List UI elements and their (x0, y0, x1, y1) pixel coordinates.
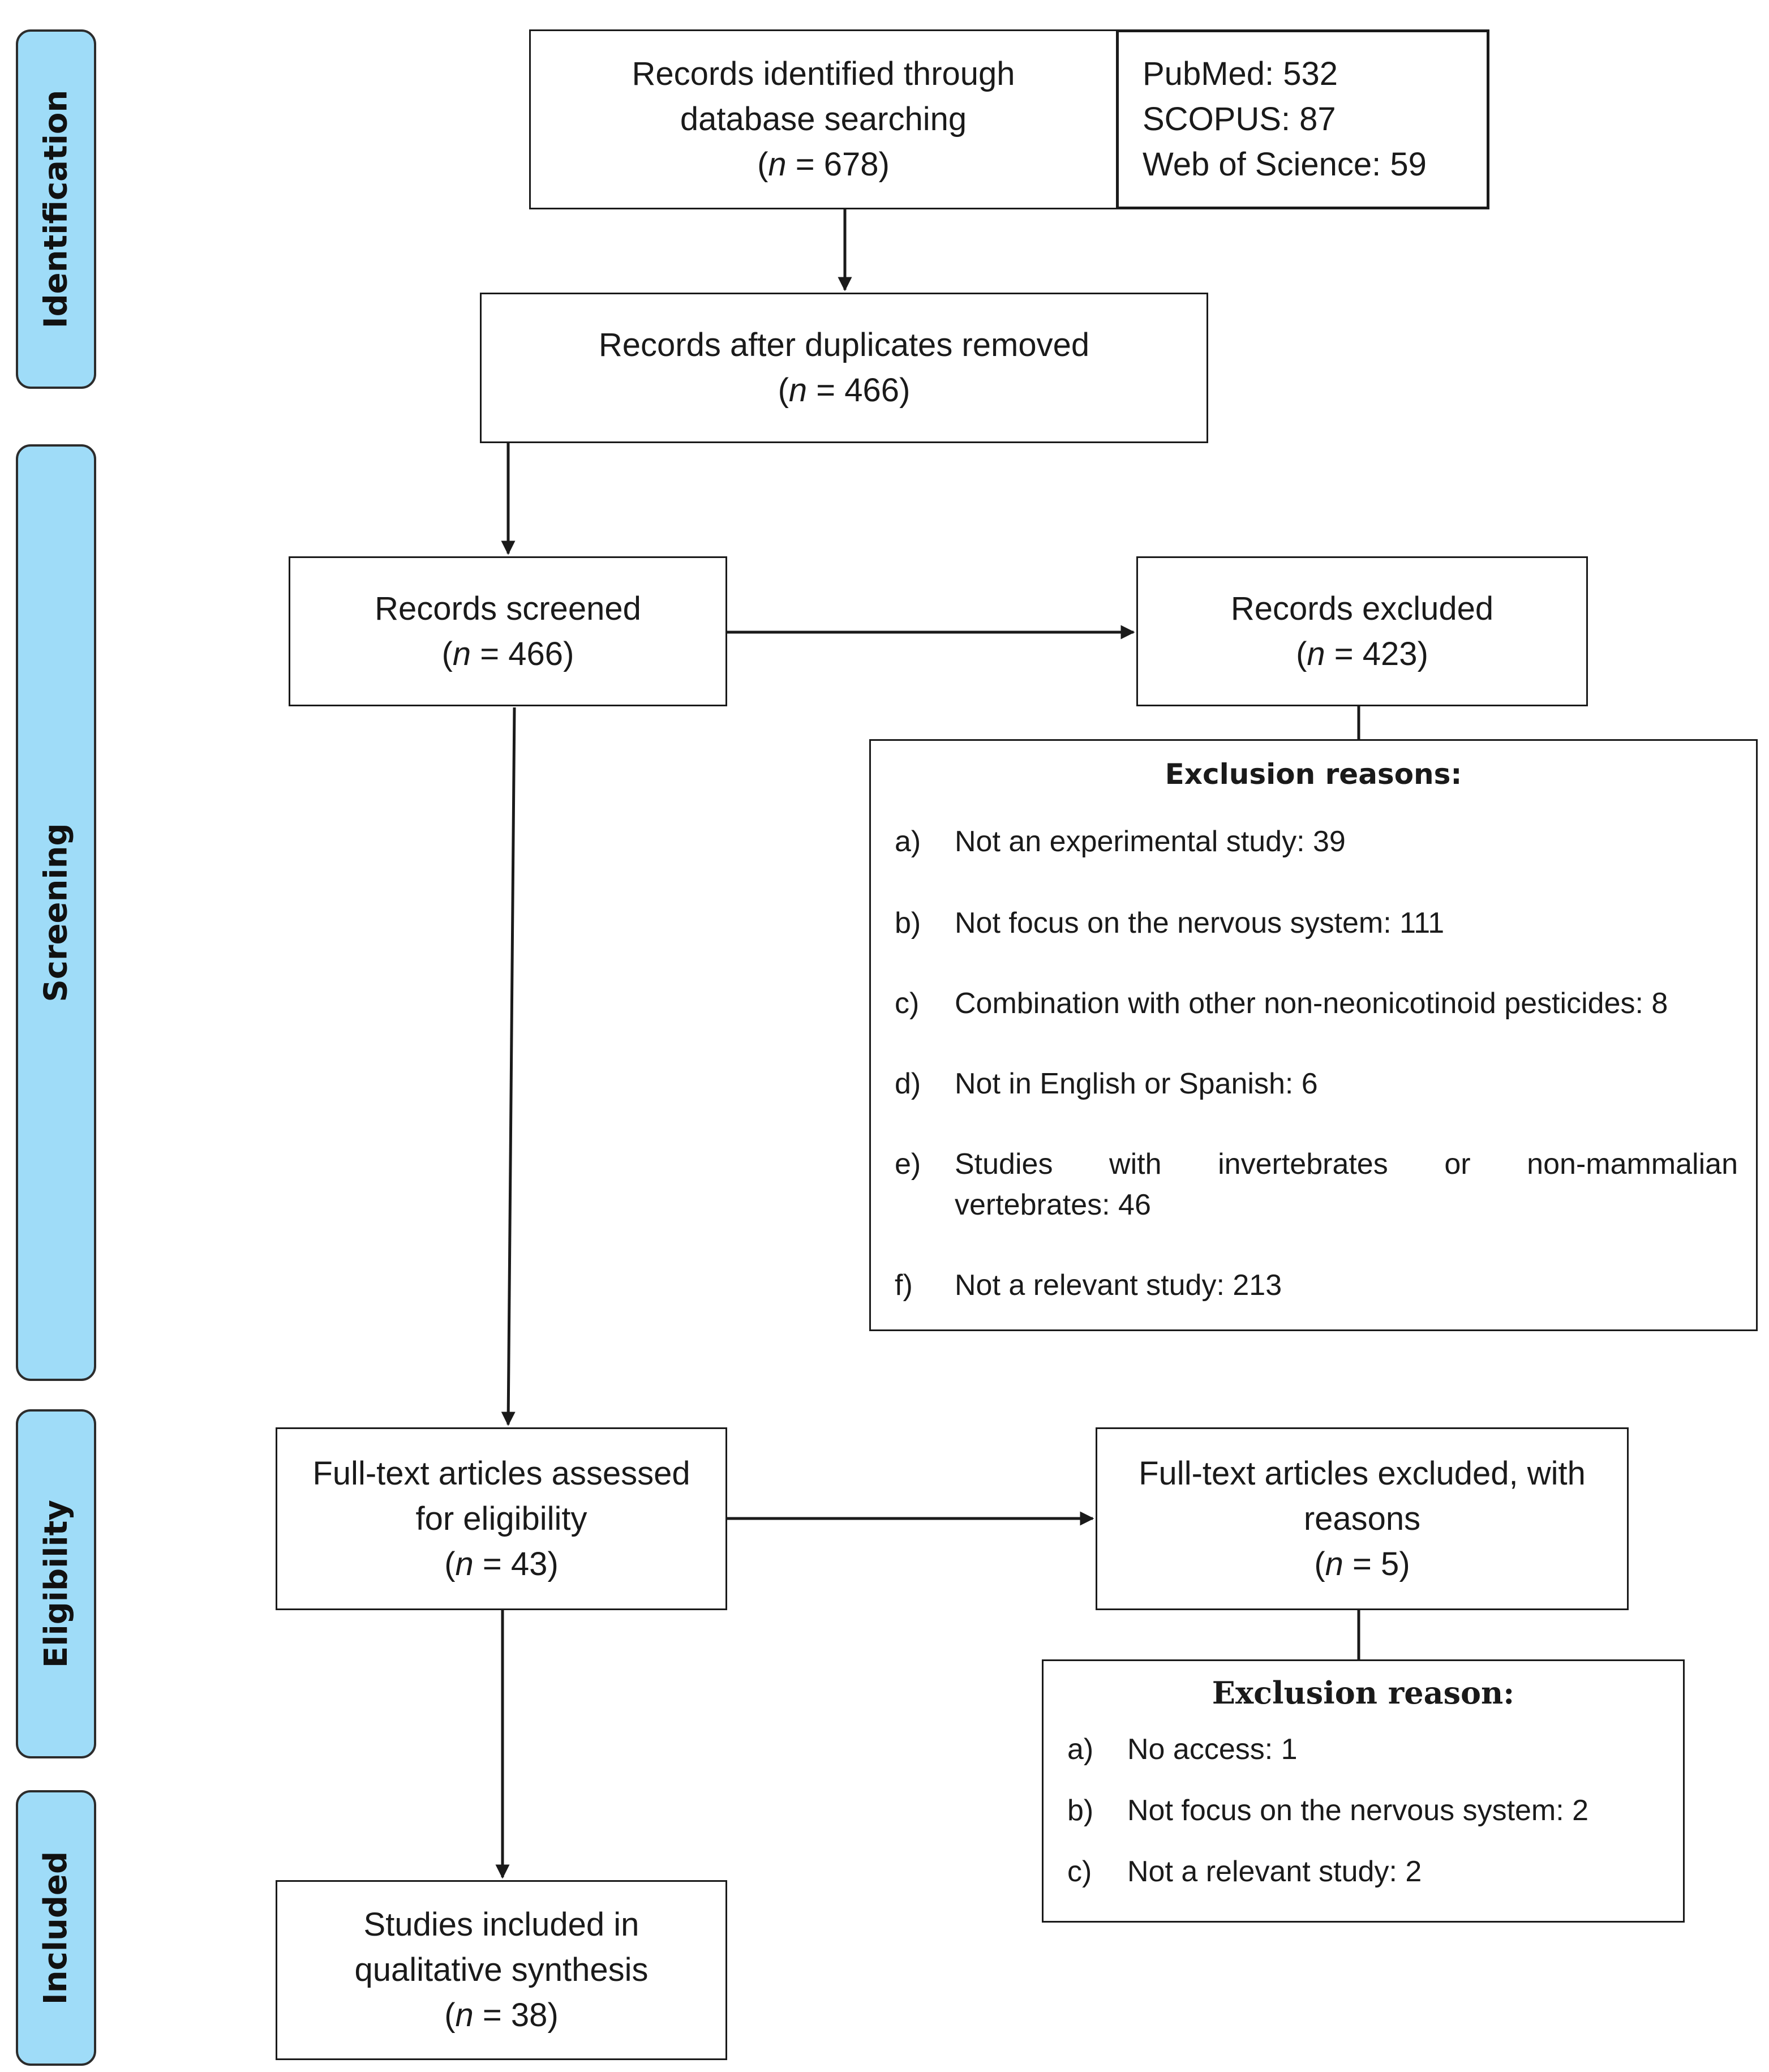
exclusion-reason-item: e) Studies with invertebrates or non-mam… (895, 1148, 1738, 1221)
records-identified-box: Records identified through database sear… (529, 29, 1118, 209)
phase-identification: Identification (16, 29, 96, 389)
fulltext-excluded-line1: Full-text articles excluded, with (1139, 1455, 1586, 1492)
exclusion-reason-title: Exclusion reason: (1212, 1675, 1515, 1711)
records-excluded-label: Records excluded (1230, 590, 1494, 627)
records-screened-count: (n = 466) (441, 635, 574, 672)
records-screened-label: Records screened (375, 590, 641, 627)
records-identified-line1: Records identified through (632, 55, 1015, 92)
records-excluded-box: Records excluded (n = 423) (1136, 556, 1588, 706)
exclusion-reason-item: a)No access: 1 (1067, 1733, 1298, 1766)
phase-eligibility: Eligibility (16, 1409, 96, 1758)
exclusion-reason-item: c)Combination with other non-neonicotino… (895, 987, 1668, 1020)
studies-included-box: Studies included in qualitative synthesi… (276, 1880, 727, 2060)
fulltext-assessed-line2: for eligibility (415, 1500, 587, 1537)
source-web-of-science: Web of Science: 59 (1143, 146, 1427, 183)
source-pubmed: PubMed: 532 (1143, 55, 1338, 92)
exclusion-reasons-box: Exclusion reasons: a)Not an experimental… (869, 739, 1758, 1331)
exclusion-reason-item: f)Not a relevant study: 213 (895, 1269, 1282, 1302)
exclusion-reason-item: c)Not a relevant study: 2 (1067, 1855, 1422, 1888)
records-excluded-count: (n = 423) (1296, 635, 1428, 672)
records-deduplicated-count: (n = 466) (778, 372, 911, 409)
studies-included-count: (n = 38) (444, 1997, 559, 2034)
exclusion-reason-item: d)Not in English or Spanish: 6 (895, 1067, 1318, 1100)
records-screened-box: Records screened (n = 466) (289, 556, 727, 706)
source-scopus: SCOPUS: 87 (1143, 101, 1336, 138)
fulltext-assessed-count: (n = 43) (444, 1545, 559, 1582)
sources-box: PubMed: 532 SCOPUS: 87 Web of Science: 5… (1116, 29, 1489, 209)
studies-included-line2: qualitative synthesis (354, 1951, 649, 1988)
exclusion-reasons-title: Exclusion reasons: (1165, 758, 1462, 791)
records-identified-count: (n = 678) (757, 146, 890, 183)
fulltext-assessed-line1: Full-text articles assessed (312, 1455, 690, 1492)
records-identified-line2: database searching (680, 101, 967, 138)
records-deduplicated-label: Records after duplicates removed (598, 327, 1090, 363)
exclusion-reason-item: b)Not focus on the nervous system: 111 (895, 907, 1445, 940)
exclusion-reason-box: Exclusion reason: a)No access: 1 b)Not f… (1042, 1659, 1685, 1923)
phase-included: Included (16, 1790, 96, 2066)
fulltext-excluded-count: (n = 5) (1314, 1545, 1410, 1582)
fulltext-excluded-line2: reasons (1303, 1500, 1421, 1537)
studies-included-line1: Studies included in (363, 1906, 639, 1943)
fulltext-excluded-box: Full-text articles excluded, with reason… (1096, 1427, 1629, 1610)
exclusion-reason-item: a)Not an experimental study: 39 (895, 825, 1346, 858)
exclusion-reason-item: b)Not focus on the nervous system: 2 (1067, 1794, 1589, 1827)
records-deduplicated-box: Records after duplicates removed (n = 46… (480, 293, 1208, 443)
phase-screening: Screening (16, 444, 96, 1381)
arrow-screened-to-fulltext (501, 707, 516, 1426)
fulltext-assessed-box: Full-text articles assessed for eligibil… (276, 1427, 727, 1610)
